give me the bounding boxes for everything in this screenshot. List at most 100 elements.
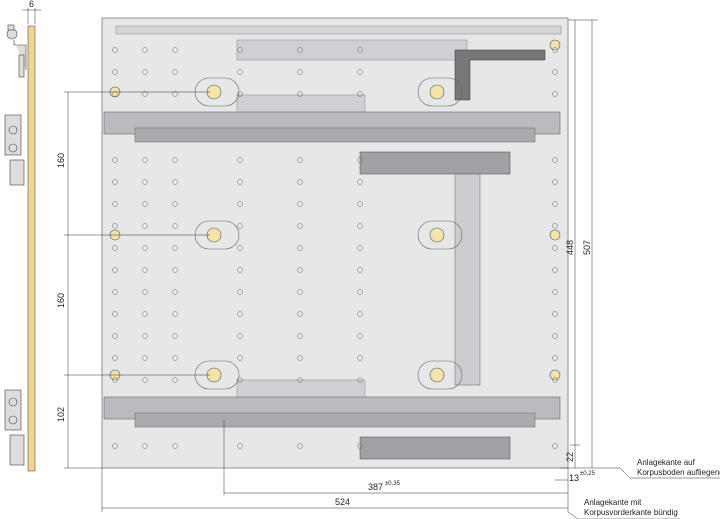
screw-hole-icon xyxy=(552,47,558,53)
screw-hole-icon xyxy=(237,223,243,229)
screw-hole-icon xyxy=(297,333,303,339)
screw-hole-icon xyxy=(112,333,118,339)
screw-hole-icon xyxy=(297,201,303,207)
dim-depth-rail: 387 xyxy=(368,482,383,492)
screw-hole-icon xyxy=(142,157,148,163)
mounting-hole-icon xyxy=(429,367,445,383)
screw-hole-icon xyxy=(142,267,148,273)
screw-hole-icon xyxy=(142,201,148,207)
screw-hole-icon xyxy=(112,157,118,163)
screw-hole-icon xyxy=(142,91,148,97)
screw-hole-icon xyxy=(357,289,363,295)
screw-hole-icon xyxy=(297,69,303,75)
mounting-hole-icon xyxy=(549,369,561,381)
screw-hole-icon xyxy=(297,157,303,163)
dim-height-outer: 507 xyxy=(582,240,592,255)
dim-spacing-top: 160 xyxy=(56,153,66,168)
dim-side-thickness: 6 xyxy=(29,0,34,9)
screw-hole-icon xyxy=(172,91,178,97)
screw-hole-icon xyxy=(297,377,303,383)
screw-hole-icon xyxy=(237,91,243,97)
screw-hole-icon xyxy=(172,245,178,251)
screw-hole-icon xyxy=(142,289,148,295)
screw-hole-icon xyxy=(237,443,243,449)
screw-hole-icon xyxy=(172,223,178,229)
top-mechanism xyxy=(359,151,511,175)
note-front-edge-1: Anlagekante mit xyxy=(584,498,642,507)
screw-hole-icon xyxy=(142,377,148,383)
screw-hole-icon xyxy=(552,179,558,185)
side-panel-wood xyxy=(27,25,36,472)
screw-hole-icon xyxy=(112,179,118,185)
screw-hole-icon xyxy=(357,311,363,317)
screw-hole-icon xyxy=(237,201,243,207)
screw-hole-icon xyxy=(552,157,558,163)
screw-hole-icon xyxy=(112,355,118,361)
screw-hole-icon xyxy=(552,377,558,383)
screw-hole-icon xyxy=(552,311,558,317)
screw-hole-icon xyxy=(552,223,558,229)
screw-hole-icon xyxy=(297,179,303,185)
screw-hole-icon xyxy=(552,355,558,361)
screw-hole-icon xyxy=(297,443,303,449)
screw-hole-icon xyxy=(357,91,363,97)
screw-hole-icon xyxy=(297,223,303,229)
screw-hole-icon xyxy=(112,267,118,273)
bottom-fitting-icon xyxy=(4,389,25,466)
screw-hole-icon xyxy=(297,267,303,273)
slot-outline xyxy=(417,77,463,107)
screw-hole-icon xyxy=(112,377,118,383)
screw-hole-icon xyxy=(552,289,558,295)
screw-hole-icon xyxy=(237,157,243,163)
screw-hole-icon xyxy=(357,355,363,361)
screw-hole-icon xyxy=(357,201,363,207)
screw-hole-icon xyxy=(237,69,243,75)
mounting-hole-icon xyxy=(549,39,561,51)
screw-hole-icon xyxy=(297,289,303,295)
screw-hole-icon xyxy=(172,377,178,383)
screw-hole-icon xyxy=(172,47,178,53)
note-front-edge-2: Korpusvorderkante bündig xyxy=(584,508,678,517)
mounting-hole-icon xyxy=(429,84,445,100)
screw-hole-icon xyxy=(237,333,243,339)
screw-hole-icon xyxy=(357,223,363,229)
screw-hole-icon xyxy=(142,69,148,75)
upper-bracket xyxy=(236,94,366,114)
screw-hole-icon xyxy=(552,333,558,339)
screw-hole-icon xyxy=(357,333,363,339)
screw-hole-icon xyxy=(172,179,178,185)
dimension-lines xyxy=(64,19,720,519)
top-bracket xyxy=(236,39,468,61)
screw-hole-icon xyxy=(237,311,243,317)
vertical-column xyxy=(454,169,481,386)
screw-hole-icon xyxy=(172,69,178,75)
screw-hole-icon xyxy=(172,267,178,273)
screw-hole-icon xyxy=(237,245,243,251)
screw-hole-icon xyxy=(552,201,558,207)
screw-hole-icon xyxy=(112,289,118,295)
dim-depth-rail-tolerance: ±0,35 xyxy=(385,481,401,487)
screw-hole-icon xyxy=(142,333,148,339)
screw-hole-icon xyxy=(112,245,118,251)
screw-hole-icon xyxy=(297,91,303,97)
mounting-hole-icon xyxy=(549,229,561,241)
screw-hole-icon xyxy=(297,47,303,53)
screw-hole-icon xyxy=(142,223,148,229)
screw-hole-icon xyxy=(142,245,148,251)
screw-hole-icon xyxy=(172,289,178,295)
dim-offset-front: 13 xyxy=(569,473,579,483)
dim-spacing-middle: 160 xyxy=(56,293,66,308)
bottom-mechanism xyxy=(359,436,511,460)
screw-hole-icon xyxy=(357,157,363,163)
lower-bracket xyxy=(236,379,366,399)
note-bottom-edge-2: Korpusboden aufliegend xyxy=(637,468,720,477)
dim-height-inner: 448 xyxy=(565,240,575,255)
screw-hole-icon xyxy=(237,377,243,383)
slot-outline xyxy=(417,360,463,390)
screw-hole-icon xyxy=(552,69,558,75)
screw-hole-icon xyxy=(237,179,243,185)
screw-hole-icon xyxy=(112,69,118,75)
dim-offset-bottom: 22 xyxy=(565,452,575,462)
screw-hole-icon xyxy=(357,245,363,251)
screw-hole-icon xyxy=(172,201,178,207)
